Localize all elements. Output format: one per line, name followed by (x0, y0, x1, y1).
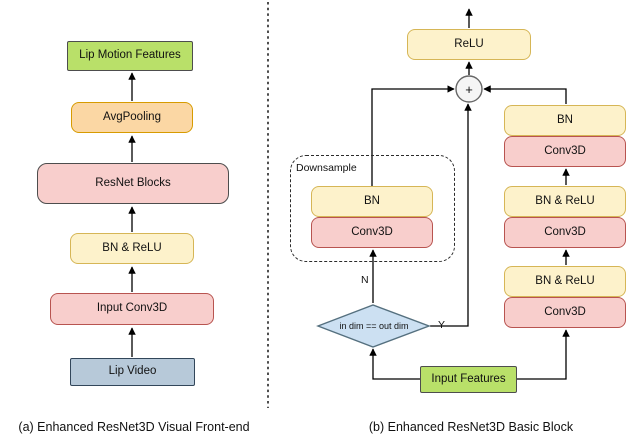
node-main-conv3d-1: Conv3D (504, 136, 626, 167)
node-relu-output: ReLU (407, 29, 531, 60)
node-label: BN & ReLU (102, 241, 162, 254)
node-label: Conv3D (351, 225, 393, 238)
node-label: ResNet Blocks (95, 176, 171, 189)
node-label: BN (364, 194, 380, 207)
node-lip-video: Lip Video (70, 358, 195, 386)
caption-panel-b: (b) Enhanced ResNet3D Basic Block (368, 420, 574, 434)
node-input-conv3d: Input Conv3D (50, 293, 214, 325)
node-avgpooling: AvgPooling (71, 102, 193, 133)
node-label: Lip Video (108, 365, 157, 378)
node-main-conv3d-2: Conv3D (504, 217, 626, 248)
node-main-bn-1: BN (504, 105, 626, 136)
arrow-bn-to-plus (483, 85, 567, 104)
branch-yes-label: Y (438, 319, 446, 331)
add-junction-label: + (465, 81, 473, 97)
arrow-downsample-to-plus (371, 85, 455, 186)
dimension-check-diamond (316, 304, 431, 348)
node-downsample-bn: BN (311, 186, 433, 217)
arrow-yes-to-plus (430, 103, 472, 327)
node-main-bn-3: BN & ReLU (504, 266, 626, 297)
node-main-bn-2: BN & ReLU (504, 186, 626, 217)
node-label: Input Features (431, 372, 506, 385)
branch-no-label: N (361, 274, 369, 286)
node-label: BN (557, 113, 573, 126)
node-label: BN & ReLU (535, 194, 595, 207)
node-label: Conv3D (544, 144, 586, 157)
downsample-group-label: Downsample (296, 162, 357, 174)
node-label: Input Conv3D (96, 302, 168, 315)
node-label: BN & ReLU (535, 274, 595, 287)
node-resnet-blocks: ResNet Blocks (37, 163, 229, 204)
node-input-features: Input Features (420, 366, 517, 393)
downsample-group (290, 155, 455, 262)
node-label: Conv3D (544, 225, 586, 238)
add-junction-circle (455, 75, 483, 103)
node-label: ReLU (454, 37, 484, 50)
node-label: Conv3D (544, 305, 586, 318)
arrow-input-to-diamond (369, 348, 420, 380)
node-label: Lip Motion Features (79, 49, 181, 62)
node-label: AvgPooling (103, 110, 161, 123)
caption-panel-a: (a) Enhanced ResNet3D Visual Front-end (18, 420, 250, 434)
dimension-check-label: in dim == out dim (339, 321, 409, 331)
node-lip-motion-features: Lip Motion Features (67, 41, 193, 71)
node-main-conv3d-3: Conv3D (504, 297, 626, 328)
arrow-input-to-conv (517, 329, 570, 380)
node-downsample-conv3d: Conv3D (311, 217, 433, 248)
node-bn-relu-frontend: BN & ReLU (70, 233, 194, 264)
